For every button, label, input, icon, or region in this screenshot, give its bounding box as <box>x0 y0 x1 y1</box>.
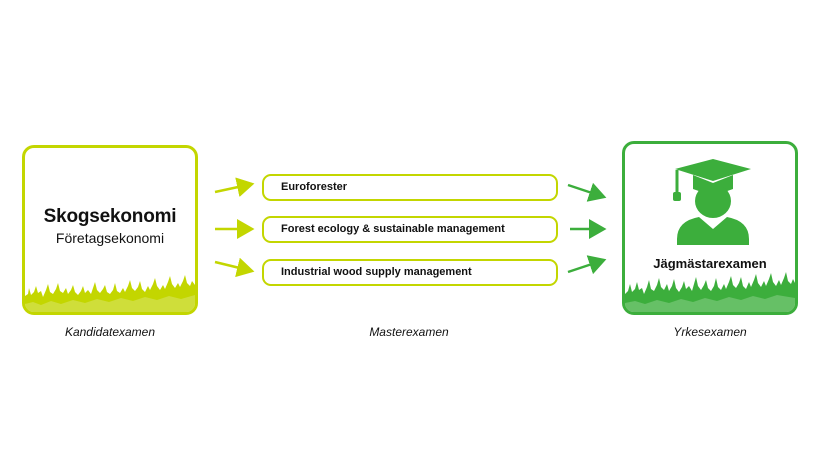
forest-silhouette-lime <box>25 275 195 312</box>
caption-bachelor: Kandidatexamen <box>64 325 156 339</box>
program-forest-ecology: Forest ecology & sustainable management <box>262 216 558 243</box>
bachelor-subtitle: Företagsekonomi <box>55 230 165 246</box>
forest-silhouette-green <box>625 272 795 312</box>
program-industrial-wood-supply: Industrial wood supply management <box>262 259 558 286</box>
arrow-bachelor-to-industrial-wood <box>214 257 255 278</box>
caption-master: Masterexamen <box>369 325 449 339</box>
bachelor-title: Skogsekonomi <box>43 206 177 227</box>
program-euroforester: Euroforester <box>262 174 558 201</box>
graduate-icon <box>673 159 751 245</box>
arrow-euroforester-to-profession <box>567 182 607 202</box>
caption-profession: Yrkesexamen <box>673 325 747 339</box>
profession-box: Jägmästarexamen <box>622 141 798 315</box>
profession-title: Jägmästarexamen <box>653 256 767 271</box>
arrow-bachelor-to-euroforester <box>214 177 255 197</box>
arrow-industrial-wood-to-profession <box>567 255 607 275</box>
bachelor-box: Skogsekonomi Företagsekonomi <box>22 145 198 315</box>
